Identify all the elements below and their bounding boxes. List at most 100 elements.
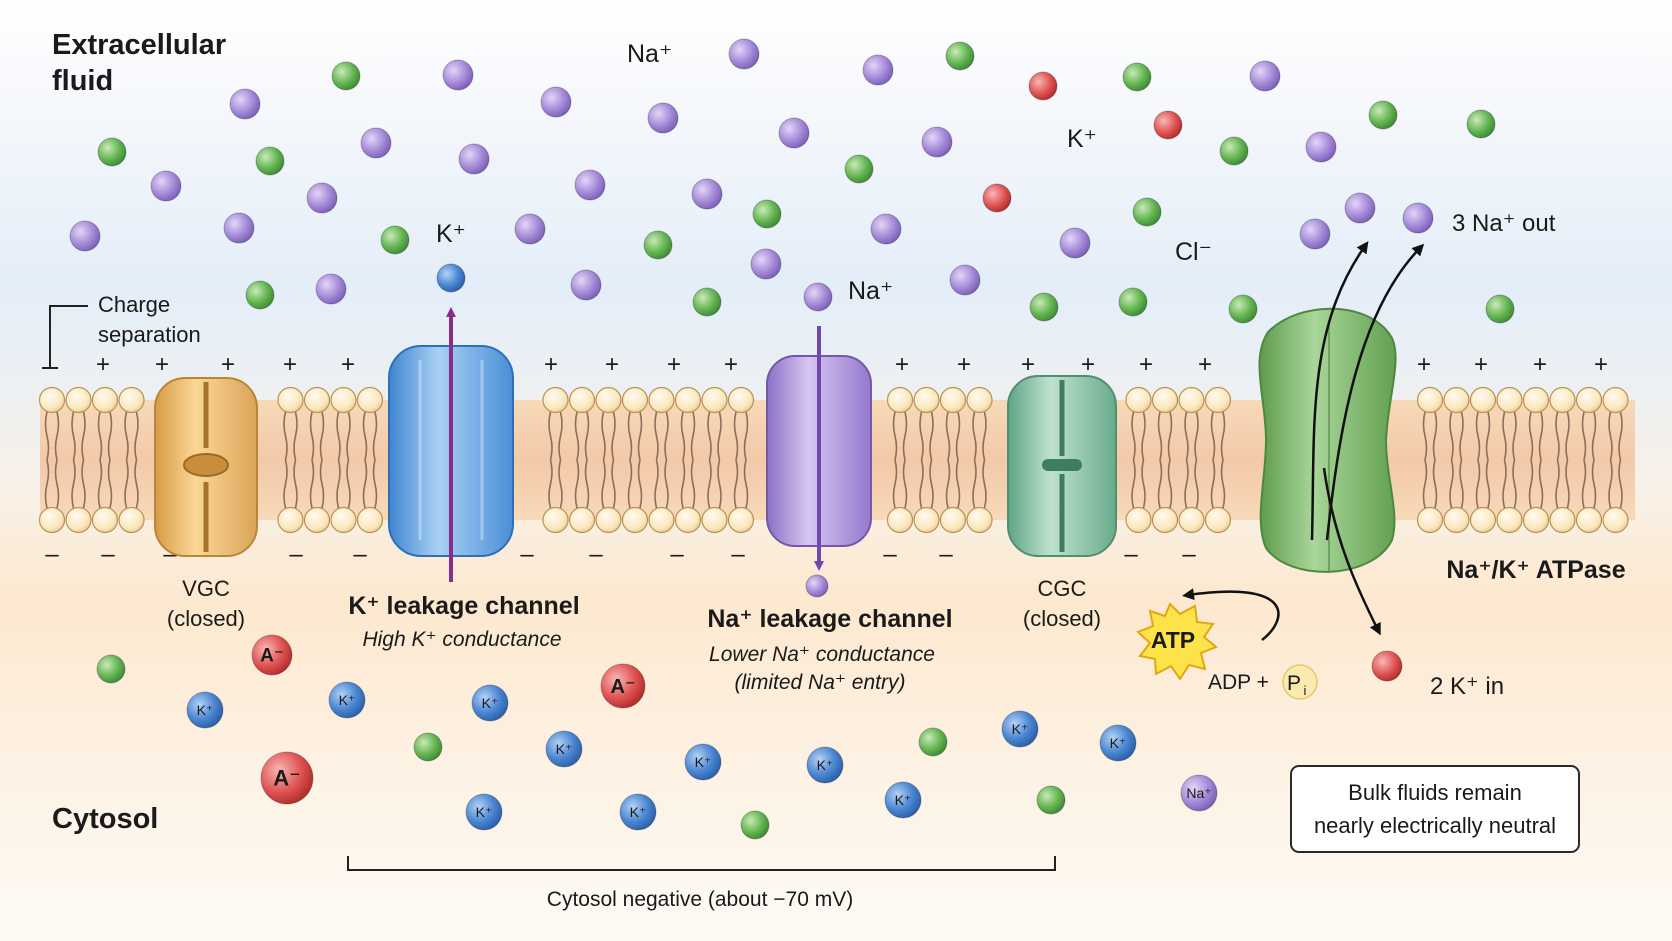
lipid-head <box>542 506 569 534</box>
potassium-ion: K⁺ <box>684 743 722 781</box>
chloride-ion <box>413 732 443 762</box>
lipid-tail <box>319 411 325 461</box>
lipid-tail <box>1167 411 1173 461</box>
lipid-head <box>966 506 993 534</box>
minus-sign: – <box>45 541 59 568</box>
lipid-head <box>1522 506 1550 534</box>
lipid-tail <box>654 459 659 509</box>
sodium-ion <box>1059 227 1091 259</box>
cytosol-label: Cytosol <box>52 803 158 835</box>
potassium-ion-label: K⁺ <box>556 741 573 757</box>
chloride-ion <box>1466 109 1496 139</box>
lipid-tail <box>1581 459 1587 509</box>
lipid-tail <box>654 411 659 461</box>
lipid-head <box>1416 506 1444 534</box>
sodium-ion <box>921 126 953 158</box>
potassium-ion-label: K⁺ <box>482 695 499 711</box>
lipid-tail <box>982 459 987 509</box>
lipid-tail <box>1432 411 1438 461</box>
potassium-ion: K⁺ <box>1001 710 1039 748</box>
sodium-ion <box>750 248 782 280</box>
lipid-head <box>886 386 914 414</box>
lipid-head <box>1549 506 1576 534</box>
cgc-name: CGC <box>1038 576 1087 601</box>
minus-sign: – <box>589 541 603 568</box>
potassium-ion-label: K⁺ <box>817 757 834 773</box>
potassium-ion: K⁺ <box>619 793 657 831</box>
lipid-tail <box>611 459 616 509</box>
sodium-ion <box>1249 60 1281 92</box>
lipid-head <box>674 386 702 414</box>
lipid-tail <box>124 459 129 509</box>
charge-separation-label-2: separation <box>98 322 201 347</box>
sodium-ion <box>574 169 606 201</box>
lipid-head <box>277 506 304 534</box>
lipid-tail <box>733 411 739 461</box>
lipid-tail <box>283 459 288 509</box>
lipid-head <box>1178 386 1205 414</box>
lipid-head <box>91 386 119 414</box>
lipid-tail <box>929 459 934 509</box>
lipid-head <box>1151 506 1179 534</box>
lipid-head <box>595 506 622 534</box>
sodium-ion <box>514 213 546 245</box>
lipid-head <box>38 386 66 414</box>
lipid-head <box>356 506 384 534</box>
lipid-tail <box>1220 459 1226 509</box>
plus-sign: + <box>96 351 110 378</box>
lipid-tail <box>584 459 590 509</box>
lipid-tail <box>574 411 580 461</box>
plus-sign: + <box>667 351 681 378</box>
potential-note: Cytosol negative (about −70 mV) <box>547 888 853 911</box>
sodium-ion <box>306 182 338 214</box>
sodium-ion <box>570 269 602 301</box>
sodium-ion <box>1305 131 1337 163</box>
lipid-tail <box>929 411 934 461</box>
lipid-tail <box>945 411 951 461</box>
lipid-head <box>1469 506 1497 534</box>
plus-sign: + <box>1594 351 1608 378</box>
lipid-tail <box>627 459 633 509</box>
lipid-head <box>1496 506 1523 534</box>
lipid-tail <box>743 411 749 461</box>
chloride-ion <box>380 225 410 255</box>
lipid-head <box>1602 506 1629 534</box>
chloride-ion <box>1368 100 1398 130</box>
lipid-tail <box>1194 459 1199 509</box>
lipid-tail <box>319 459 325 509</box>
plus-sign: + <box>1417 351 1431 378</box>
adp-label: ADP + <box>1208 671 1269 694</box>
vgc-state: (closed) <box>167 606 245 631</box>
lipid-head <box>1549 386 1576 414</box>
lipid-head <box>727 506 755 534</box>
lipid-tail <box>637 411 643 461</box>
lipid-tail <box>283 411 288 461</box>
lipid-head <box>330 386 357 414</box>
anion-label: A⁻ <box>273 766 301 791</box>
lipid-head <box>1178 506 1205 534</box>
lipid-head <box>727 386 755 414</box>
lipid-head <box>65 506 92 534</box>
sodium-ion <box>1344 192 1376 224</box>
lipid-tail <box>44 411 50 461</box>
potassium-ion-label: K⁺ <box>476 804 493 820</box>
phosphate-subscript: i <box>1304 683 1307 698</box>
anion <box>1153 110 1183 140</box>
sodium-ion <box>360 127 392 159</box>
lipid-tail <box>1608 411 1613 461</box>
potential-bracket <box>347 856 1056 871</box>
lipid-tail <box>1591 411 1597 461</box>
lipid-tail <box>81 411 86 461</box>
atp-hydrolysis-arrow <box>1182 588 1280 641</box>
lipid-tail <box>664 411 669 461</box>
sodium-ion <box>223 212 255 244</box>
extracellular-k-label: K⁺ <box>1067 125 1097 153</box>
lipid-head <box>1151 386 1179 414</box>
lipid-tail <box>1555 411 1560 461</box>
lipid-tail <box>902 459 908 509</box>
lipid-tail <box>548 459 553 509</box>
sodium-ion <box>69 220 101 252</box>
lipid-tail <box>717 411 722 461</box>
lipid-head <box>913 386 940 414</box>
lipid-head <box>1125 386 1152 414</box>
